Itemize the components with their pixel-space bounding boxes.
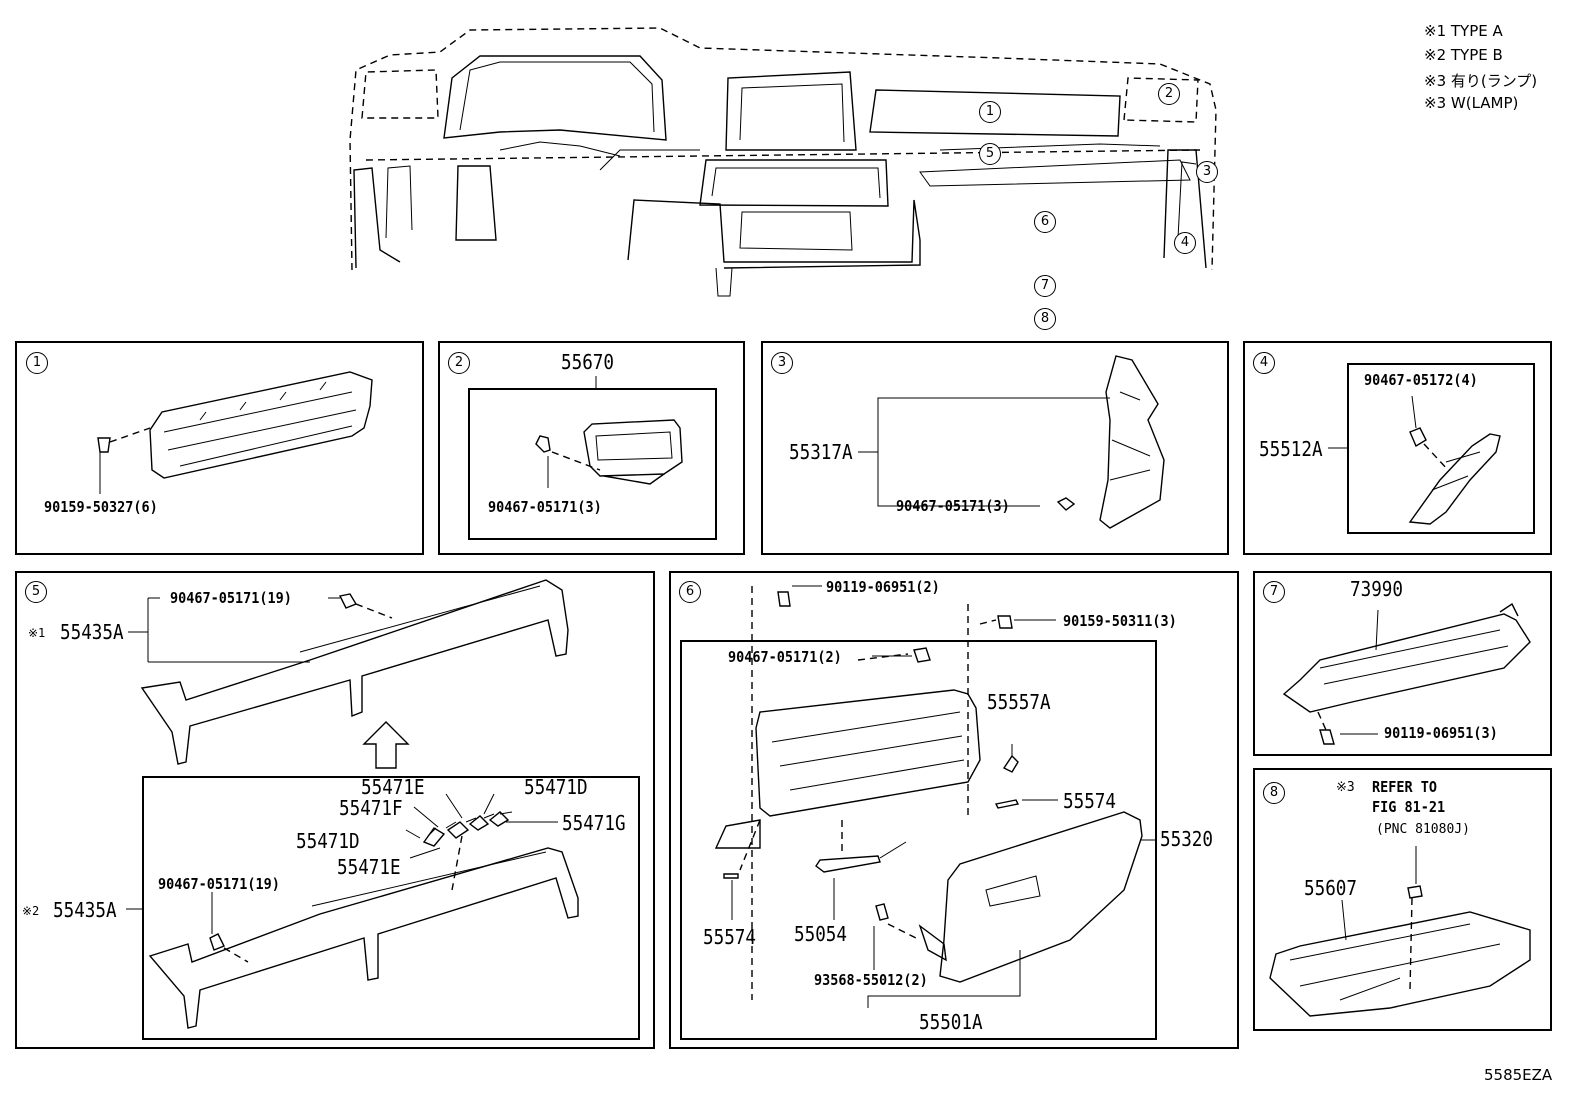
panel-5-part-e1: 55471E xyxy=(361,775,425,799)
panel-6-part-damper: 55557A xyxy=(987,690,1051,714)
panel-8-number: 8 xyxy=(1263,782,1285,804)
panel-6-part-bolt-b: 90159-50311(3) xyxy=(1063,612,1177,630)
panel-6-part-stop-left: 55574 xyxy=(703,925,756,949)
overview-marker-5: 5 xyxy=(979,143,1001,165)
panel-5-part-panel-a: 55435A xyxy=(60,620,124,644)
panel-4-part-clip: 90467-05172(4) xyxy=(1364,371,1478,389)
panel-7 xyxy=(1253,571,1552,756)
panel-6-number: 6 xyxy=(679,581,701,603)
panel-3 xyxy=(761,341,1229,555)
panel-2-part-vent: 55670 xyxy=(561,350,614,374)
legend-type-b: ※2 TYPE B xyxy=(1424,46,1503,64)
panel-3-part-clip: 90467-05171(3) xyxy=(896,497,1010,515)
panel-6-part-clip: 90467-05171(2) xyxy=(728,648,842,666)
panel-5-part-panel-b: 55435A xyxy=(53,898,117,922)
panel-3-number: 3 xyxy=(771,352,793,374)
panel-6-part-screw: 93568-55012(2) xyxy=(814,971,928,989)
diagram-code: 5585EZA xyxy=(1484,1066,1553,1084)
panel-4 xyxy=(1243,341,1552,555)
panel-6-part-box: 55320 xyxy=(1160,827,1213,851)
panel-5-part-e2: 55471E xyxy=(337,855,401,879)
panel-8 xyxy=(1253,768,1552,1031)
overview-marker-2: 2 xyxy=(1158,83,1180,105)
panel-6 xyxy=(669,571,1239,1049)
panel-4-part-panel: 55512A xyxy=(1259,437,1323,461)
panel-8-fig-ref: FIG 81-21 xyxy=(1372,798,1446,816)
panel-6-part-stop-right: 55574 xyxy=(1063,789,1116,813)
panel-5-mark-b: ※2 xyxy=(22,904,40,918)
panel-1-number: 1 xyxy=(26,352,48,374)
panel-1-part-screw: 90159-50327(6) xyxy=(44,498,158,516)
overview-marker-6: 6 xyxy=(1034,211,1056,233)
panel-3-part-panel: 55317A xyxy=(789,440,853,464)
panel-5-part-f1: 55471F xyxy=(339,796,403,820)
overview-marker-1: 1 xyxy=(979,101,1001,123)
panel-7-number: 7 xyxy=(1263,581,1285,603)
panel-5-mark-a: ※1 xyxy=(28,626,46,640)
panel-6-part-door: 55501A xyxy=(919,1010,983,1034)
panel-7-part-bolt: 90119-06951(3) xyxy=(1384,724,1498,742)
panel-5-number: 5 xyxy=(25,581,47,603)
legend-lamp-en: ※3 W(LAMP) xyxy=(1424,94,1519,112)
legend-type-a: ※1 TYPE A xyxy=(1424,22,1503,40)
panel-8-mark: ※3 xyxy=(1336,780,1355,795)
overview-marker-3: 3 xyxy=(1196,161,1218,183)
panel-8-pnc-ref: (PNC 81080J) xyxy=(1376,822,1470,837)
panel-5-part-d2: 55471D xyxy=(296,829,360,853)
panel-7-part-panel: 73990 xyxy=(1350,577,1403,601)
overview-marker-8: 8 xyxy=(1034,308,1056,330)
panel-5-part-d1: 55471D xyxy=(524,775,588,799)
panel-2 xyxy=(438,341,745,555)
panel-8-part-panel: 55607 xyxy=(1304,876,1357,900)
panel-5-part-clip-b: 90467-05171(19) xyxy=(158,875,280,893)
panel-2-group xyxy=(468,388,717,540)
overview-marker-7: 7 xyxy=(1034,275,1056,297)
panel-2-part-clip: 90467-05171(3) xyxy=(488,498,602,516)
panel-5-group xyxy=(142,776,640,1040)
legend-lamp-jp: ※3 有り(ランプ) xyxy=(1424,72,1538,90)
overview-marker-4: 4 xyxy=(1174,232,1196,254)
panel-5 xyxy=(15,571,655,1049)
panel-6-part-bolt-a: 90119-06951(2) xyxy=(826,578,940,596)
panel-2-number: 2 xyxy=(448,352,470,374)
panel-8-refer-to: REFER TO xyxy=(1372,778,1438,796)
panel-5-part-clip-a: 90467-05171(19) xyxy=(170,589,292,607)
panel-4-number: 4 xyxy=(1253,352,1275,374)
panel-4-group xyxy=(1347,363,1535,534)
panel-6-part-lamp: 55054 xyxy=(794,922,847,946)
panel-1 xyxy=(15,341,424,555)
panel-5-part-g1: 55471G xyxy=(562,811,626,835)
